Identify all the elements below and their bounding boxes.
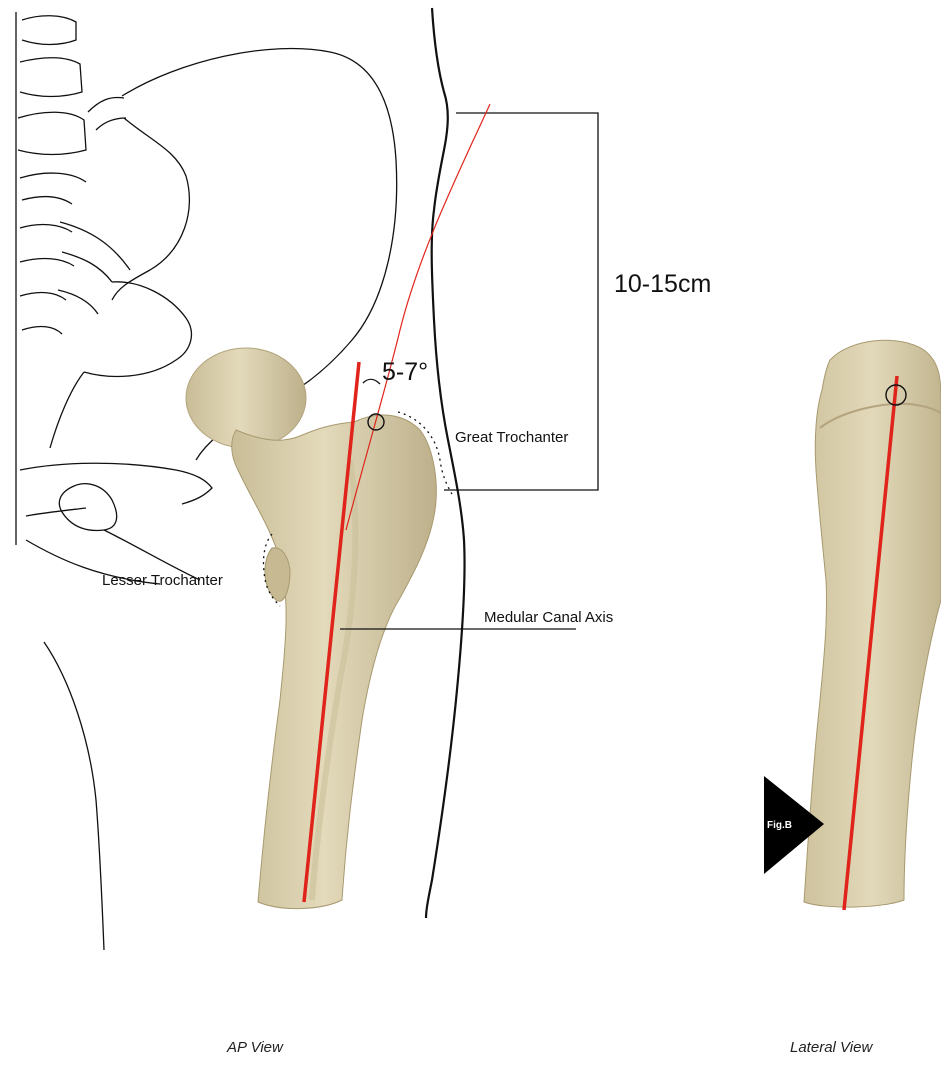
canal-axis-label: Medular Canal Axis [484, 609, 613, 626]
figure-tag-label: Fig.B [767, 820, 792, 831]
distance-label: 10-15cm [614, 270, 711, 298]
lateral-view-caption: Lateral View [790, 1039, 873, 1056]
angle-arc [363, 379, 380, 384]
lesser-trochanter-label: Lesser Trochanter [102, 572, 223, 589]
great-trochanter-label: Great Trochanter [455, 429, 568, 446]
ap-view-caption: AP View [226, 1039, 284, 1056]
angle-label: 5-7° [382, 358, 428, 386]
